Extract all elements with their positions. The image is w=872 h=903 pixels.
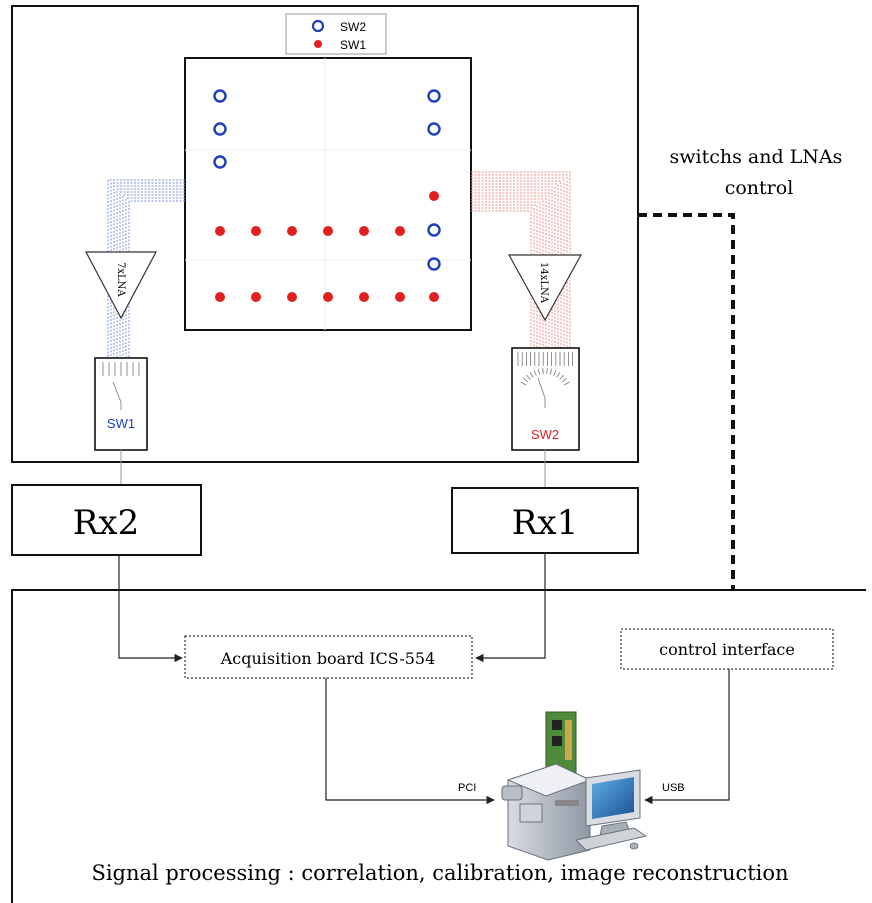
mouse-icon xyxy=(629,842,639,850)
antenna-element-sw1 xyxy=(359,226,369,236)
switch-sw1: SW1 xyxy=(94,357,148,451)
antenna-element-sw1 xyxy=(359,292,369,302)
antenna-element-sw1 xyxy=(215,292,225,302)
switch-contact xyxy=(533,370,537,376)
pci-label: PCI xyxy=(458,782,476,794)
switch-contact xyxy=(556,372,561,378)
antenna-element-sw2 xyxy=(213,89,227,103)
antenna-element-sw1 xyxy=(429,191,439,201)
acquisition-board-label: Acquisition board ICS-554 xyxy=(220,649,436,668)
switch-lever xyxy=(112,381,122,403)
antenna-element-sw1 xyxy=(395,226,405,236)
legend: SW2 SW1 xyxy=(285,13,387,55)
panel-grid xyxy=(185,58,471,330)
feed-line xyxy=(471,207,535,348)
control-note-line1: switchs and LNAs xyxy=(670,146,843,168)
usb-label: USB xyxy=(662,782,685,794)
feed-line xyxy=(128,200,185,358)
legend-sw1-marker xyxy=(314,40,322,48)
switch-contact xyxy=(553,370,557,376)
legend-sw1-label: SW1 xyxy=(340,38,366,52)
feed-line xyxy=(471,174,568,348)
lna-left: 7xLNA xyxy=(85,251,157,320)
antenna-element-sw1 xyxy=(251,292,261,302)
switch-contact xyxy=(523,377,529,383)
rx1-to-acquisition-arrow xyxy=(475,553,546,663)
feed-line xyxy=(471,177,565,348)
keyboard-icon xyxy=(574,827,648,851)
antenna-element-sw2 xyxy=(213,155,227,169)
antenna-element-sw1 xyxy=(323,226,333,236)
computer-tower-icon xyxy=(501,763,592,861)
lna-left-label: 7xLNA xyxy=(115,262,126,297)
antenna-element-sw1 xyxy=(251,226,261,236)
sw1-antenna-elements xyxy=(215,191,439,302)
switch-contact xyxy=(526,374,531,380)
pci-link-arrow xyxy=(325,678,495,805)
antenna-array-panel xyxy=(184,57,472,331)
antenna-element-sw1 xyxy=(429,292,439,302)
feed-line xyxy=(107,179,185,358)
feed-line xyxy=(471,186,556,348)
lna-right-label: 14xLNA xyxy=(538,262,549,304)
feed-line xyxy=(471,171,571,348)
lna-right: 14xLNA xyxy=(507,254,583,322)
switch-contact xyxy=(561,377,567,383)
antenna-element-sw1 xyxy=(287,292,297,302)
legend-sw2-marker xyxy=(311,19,325,33)
feed-line xyxy=(471,198,544,348)
receiver-rx1-label: Rx1 xyxy=(512,503,578,543)
antenna-element-sw1 xyxy=(287,226,297,236)
legend-sw2-label: SW2 xyxy=(340,20,366,34)
antenna-element-sw1 xyxy=(395,292,405,302)
switch-contact xyxy=(563,381,570,386)
antenna-element-sw1 xyxy=(323,292,333,302)
processing-frame xyxy=(11,589,866,903)
control-note-line2: control xyxy=(725,177,794,199)
control-interface-label: control interface xyxy=(659,640,795,659)
usb-link-arrow xyxy=(644,669,730,805)
switch-contact xyxy=(559,374,564,380)
control-interface: control interface xyxy=(620,628,834,670)
antenna-element-sw2 xyxy=(213,122,227,136)
receiver-rx1: Rx1 xyxy=(451,487,639,554)
feed-line xyxy=(471,192,550,348)
switch-contact xyxy=(537,368,541,375)
feed-line xyxy=(116,188,185,358)
rx2-to-acquisition-arrow xyxy=(118,555,183,663)
sw2-antenna-elements xyxy=(213,89,441,271)
switch-sw2-label: SW2 xyxy=(531,427,559,442)
switch-sw1-label: SW1 xyxy=(107,416,135,431)
switch-lever xyxy=(537,377,546,399)
antenna-element-sw2 xyxy=(427,257,441,271)
switch-sw2: SW2 xyxy=(511,347,580,451)
signal-processing-caption: Signal processing : correlation, calibra… xyxy=(91,861,788,885)
antenna-element-sw2 xyxy=(427,122,441,136)
control-note: switchs and LNAs control xyxy=(670,146,849,199)
switch-contact xyxy=(549,368,553,375)
switch-contact xyxy=(520,381,527,386)
feed-line xyxy=(471,210,532,348)
receiver-rx2-label: Rx2 xyxy=(73,503,139,543)
control-dashed-line xyxy=(638,213,735,590)
switch-contact xyxy=(529,372,534,378)
acquisition-board: Acquisition board ICS-554 xyxy=(184,635,473,679)
antenna-element-sw2 xyxy=(427,223,441,237)
computer-illustration xyxy=(501,711,648,861)
antenna-element-sw2 xyxy=(427,89,441,103)
antenna-enclosure xyxy=(11,5,639,463)
receiver-rx2: Rx2 xyxy=(11,484,202,556)
monitor-icon xyxy=(585,769,641,837)
antenna-element-sw1 xyxy=(215,226,225,236)
